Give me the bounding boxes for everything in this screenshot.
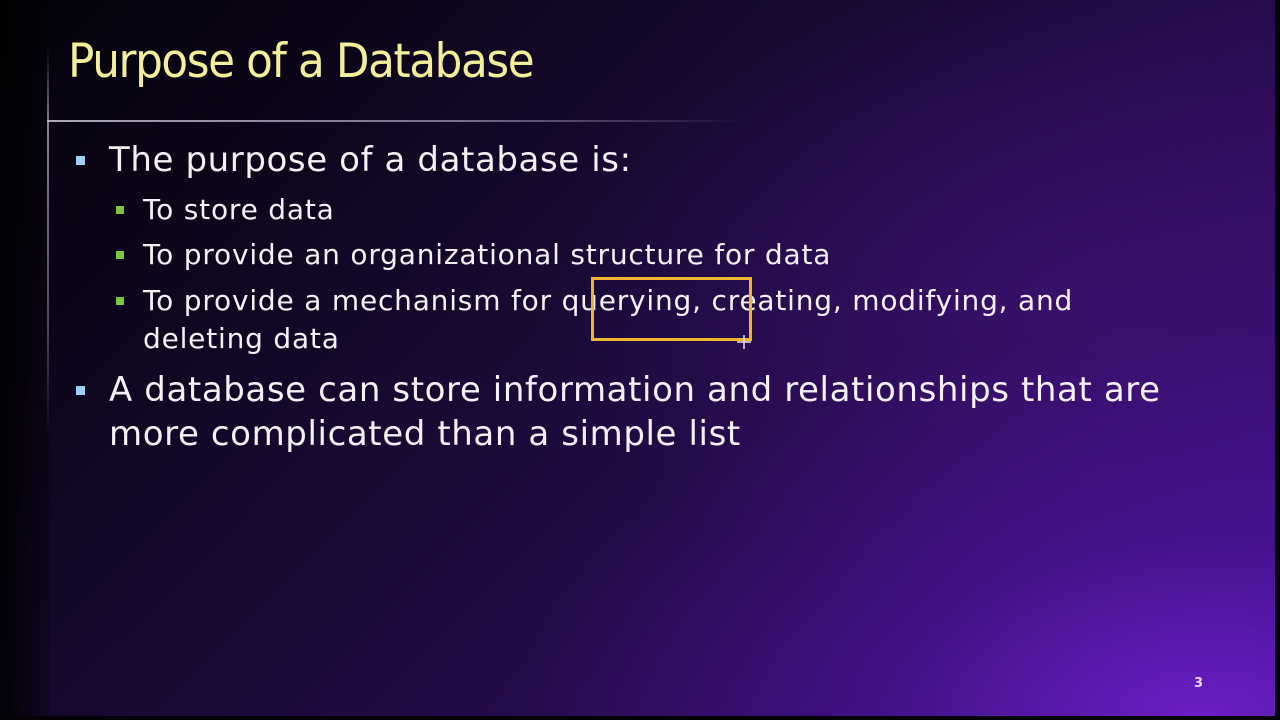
highlight-annotation-box bbox=[591, 277, 752, 341]
square-bullet-icon bbox=[116, 251, 124, 259]
sub-bullet-text: To store data bbox=[143, 193, 335, 226]
sub-bullet-text-line-1: To provide a mechanism for querying, cre… bbox=[143, 284, 1074, 317]
bullet-text-line-1: A database can store information and rel… bbox=[109, 370, 1161, 410]
square-bullet-icon bbox=[116, 297, 124, 305]
title-underline-divider bbox=[47, 120, 747, 122]
sub-bullet-item: To provide a mechanism for querying, cre… bbox=[116, 282, 1074, 358]
square-bullet-icon bbox=[76, 386, 85, 395]
sub-bullet-item: To store data bbox=[116, 191, 335, 229]
slide-number: 3 bbox=[1194, 676, 1204, 691]
bullet-text-line-2: more complicated than a simple list bbox=[109, 414, 741, 454]
bottom-edge-border bbox=[0, 716, 1280, 720]
left-edge-shade bbox=[0, 0, 50, 720]
sub-bullet-item: To provide an organizational structure f… bbox=[116, 236, 832, 274]
crosshair-cursor-icon bbox=[737, 335, 751, 349]
square-bullet-icon bbox=[116, 206, 124, 214]
bullet-text: The purpose of a database is: bbox=[109, 140, 632, 180]
sub-bullet-text: To provide an organizational structure f… bbox=[143, 238, 832, 271]
square-bullet-icon bbox=[76, 156, 85, 165]
vertical-divider bbox=[47, 48, 49, 438]
bullet-item: The purpose of a database is: bbox=[76, 138, 632, 182]
slide-title: Purpose of a Database bbox=[68, 34, 535, 89]
right-edge-border bbox=[1275, 0, 1280, 720]
bullet-item: A database can store information and rel… bbox=[76, 368, 1161, 456]
sub-bullet-text-line-2: deleting data bbox=[143, 322, 340, 355]
